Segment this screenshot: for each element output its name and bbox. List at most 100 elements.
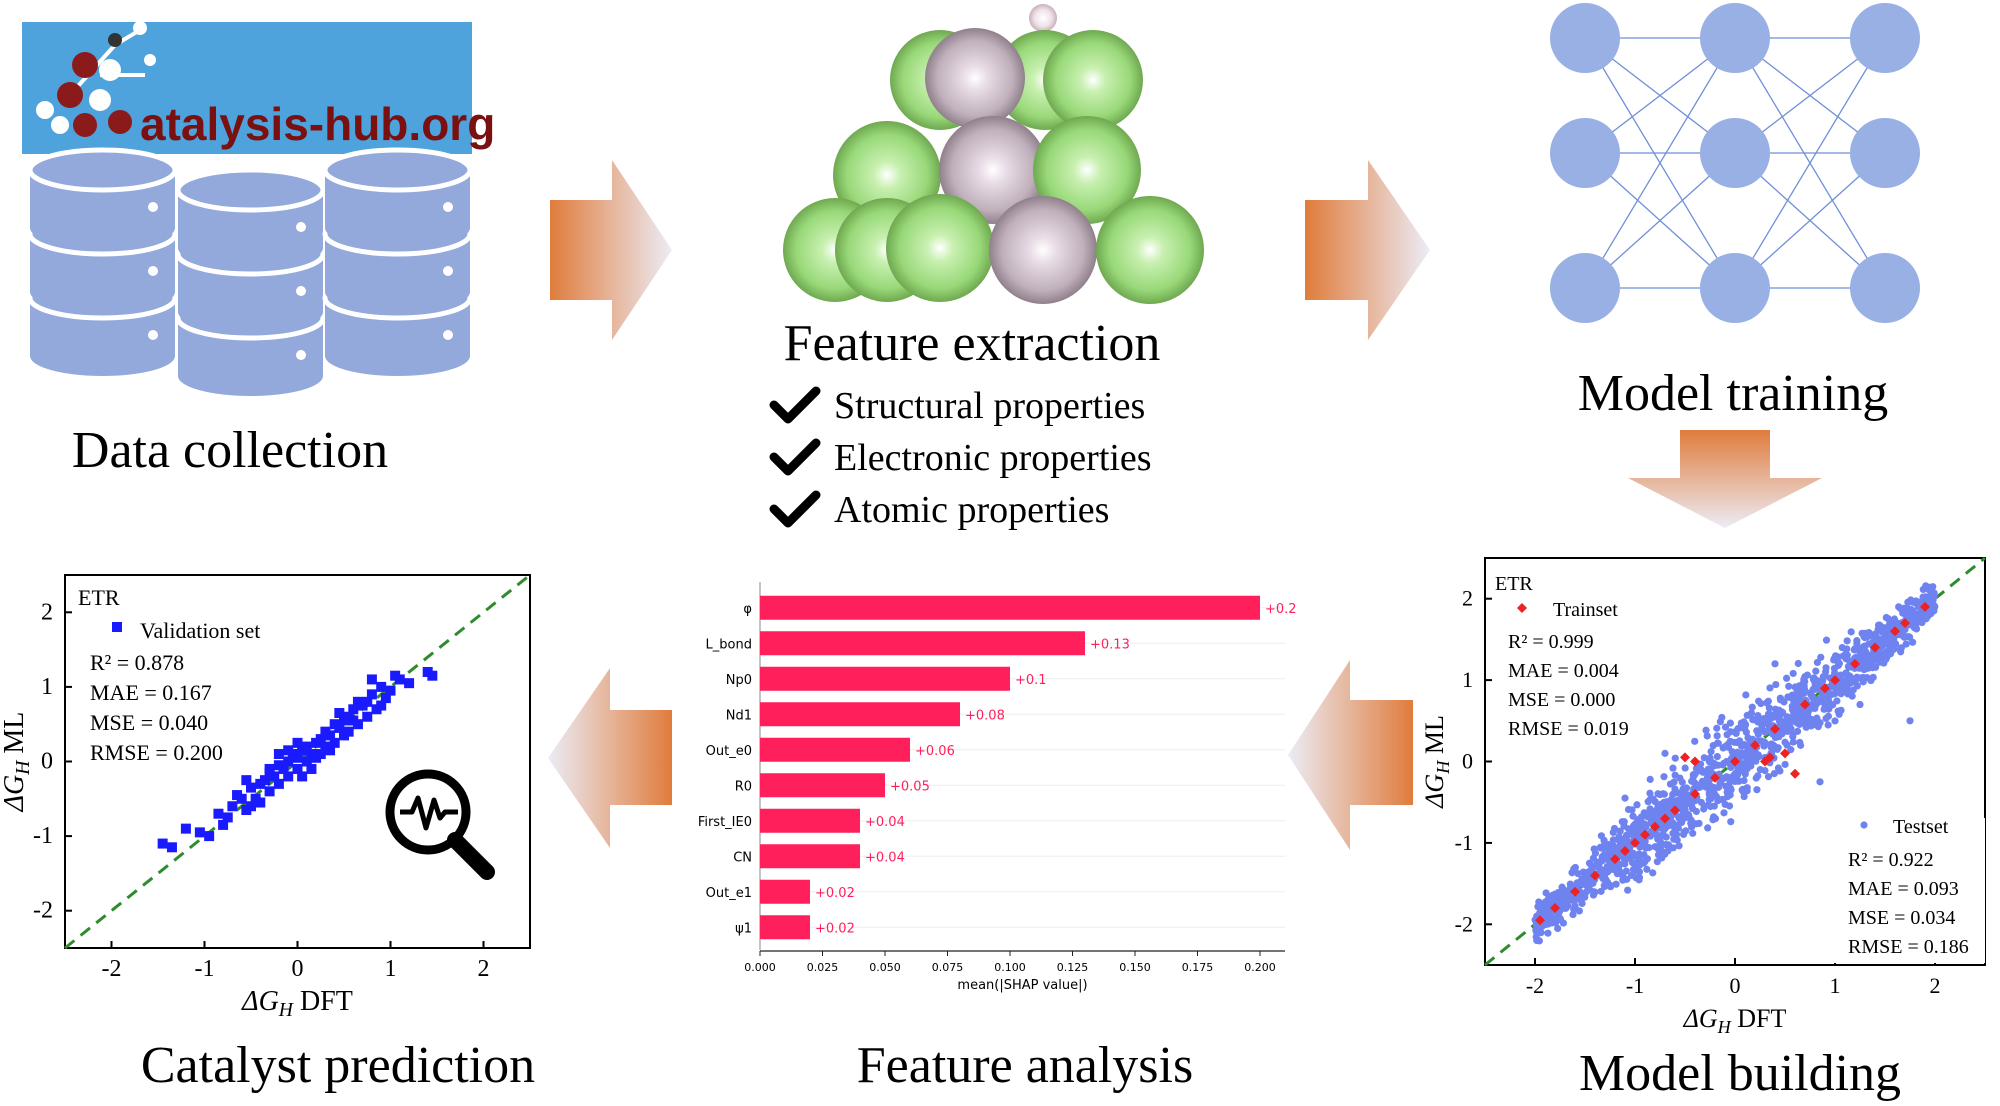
testset-point xyxy=(1834,653,1842,661)
validation-point xyxy=(246,782,256,793)
database-led xyxy=(148,266,158,276)
testset-point xyxy=(1644,798,1652,806)
trainset-point xyxy=(1780,748,1790,759)
network-node xyxy=(1850,253,1920,323)
hydrogen-atom xyxy=(1029,4,1057,32)
trainset-point xyxy=(1690,789,1700,800)
testset-point xyxy=(1578,899,1586,908)
validation-point xyxy=(343,726,354,737)
testset-point xyxy=(1891,619,1900,628)
testset-point xyxy=(1739,785,1747,793)
network-node xyxy=(1550,118,1620,188)
testset-point xyxy=(1869,633,1878,641)
model-training-panel: Model training xyxy=(1550,3,1920,422)
bar-value-label: +0.02 xyxy=(815,921,855,936)
testset-point xyxy=(1774,764,1782,772)
trainset-point xyxy=(1890,626,1900,637)
testset-point xyxy=(1682,827,1690,835)
testset-point xyxy=(1618,869,1626,877)
testset-point xyxy=(1609,828,1617,837)
testset-point xyxy=(1726,776,1735,784)
trainset-point xyxy=(1900,618,1910,629)
legend-marker xyxy=(1860,821,1868,829)
feature-analysis-caption: Feature analysis xyxy=(857,1037,1193,1094)
testset-point xyxy=(1799,712,1807,720)
trainset-point xyxy=(1710,772,1720,783)
metric-label: MAE = 0.004 xyxy=(1508,660,1619,682)
testset-point xyxy=(1691,737,1699,745)
testset-point xyxy=(1810,674,1818,682)
validation-point xyxy=(283,756,294,767)
legend-label: Trainset xyxy=(1553,599,1618,621)
validation-point xyxy=(273,778,284,789)
validation-point xyxy=(278,763,289,774)
testset-point xyxy=(1669,844,1677,852)
x-tick-label: 0.175 xyxy=(1182,961,1214,974)
database-segment xyxy=(30,272,175,312)
feature-label: ψ1 xyxy=(735,921,752,936)
testset-point xyxy=(1807,691,1816,699)
y-tick-label: -1 xyxy=(1455,830,1473,855)
testset-point xyxy=(1852,653,1861,661)
bar-value-label: +0.08 xyxy=(965,708,1005,723)
validation-point xyxy=(315,749,326,760)
database-led xyxy=(296,222,306,232)
testset-point xyxy=(1757,699,1765,708)
testset-point xyxy=(1795,682,1803,690)
testset-point xyxy=(1900,604,1908,612)
testset-point xyxy=(1601,882,1609,891)
validation-point xyxy=(325,745,336,756)
testset-point xyxy=(1616,860,1624,869)
validation-point xyxy=(241,775,252,786)
testset-point xyxy=(1886,650,1895,658)
testset-point xyxy=(1671,754,1679,762)
checklist-item: Atomic properties xyxy=(834,489,1109,531)
testset-point xyxy=(1633,801,1641,809)
model-name-label: ETR xyxy=(78,585,120,610)
x-axis-label: mean(|SHAP value|) xyxy=(957,978,1087,993)
x-axis-label: ΔGH DFT xyxy=(241,986,353,1021)
testset-point xyxy=(1711,761,1719,770)
testset-point xyxy=(1831,669,1839,677)
metric-label: RMSE = 0.186 xyxy=(1848,936,1969,958)
metal-atom xyxy=(886,194,994,302)
testset-point xyxy=(1672,830,1681,839)
testset-point xyxy=(1717,779,1725,787)
testset-point xyxy=(1889,641,1897,649)
validation-point xyxy=(292,752,303,763)
testset-point xyxy=(1903,611,1911,619)
testset-point xyxy=(1882,613,1890,622)
testset-point xyxy=(1737,719,1745,727)
testset-point xyxy=(1789,669,1797,678)
testset-point xyxy=(1765,722,1773,730)
testset-point xyxy=(1602,876,1610,884)
testset-point xyxy=(1784,693,1792,701)
validation-point xyxy=(180,823,191,834)
testset-point xyxy=(1575,907,1583,915)
y-tick-label: 2 xyxy=(41,599,53,625)
model-name-label: ETR xyxy=(1495,573,1533,595)
testset-point xyxy=(1781,760,1789,769)
testset-point xyxy=(1870,663,1878,671)
testset-point xyxy=(1604,840,1612,849)
metric-label: RMSE = 0.200 xyxy=(90,740,223,765)
testset-point xyxy=(1740,740,1749,749)
testset-point xyxy=(1632,874,1640,882)
testset-point xyxy=(1759,720,1768,728)
database-led xyxy=(148,202,158,212)
y-tick-label: -1 xyxy=(33,823,53,849)
testset-point xyxy=(1754,714,1762,722)
checkmark-icon xyxy=(769,386,821,424)
testset-legend-bg xyxy=(1815,818,1985,963)
testset-point xyxy=(1544,929,1552,937)
bar-value-label: +0.13 xyxy=(1090,637,1130,652)
checkmark-icon xyxy=(769,490,821,528)
validation-point xyxy=(385,685,396,696)
testset-point xyxy=(1617,835,1625,844)
testset-point xyxy=(1583,878,1591,886)
testset-point xyxy=(1795,720,1803,728)
testset-point xyxy=(1624,854,1632,863)
testset-point xyxy=(1777,730,1785,738)
x-tick-label: -2 xyxy=(102,956,122,982)
